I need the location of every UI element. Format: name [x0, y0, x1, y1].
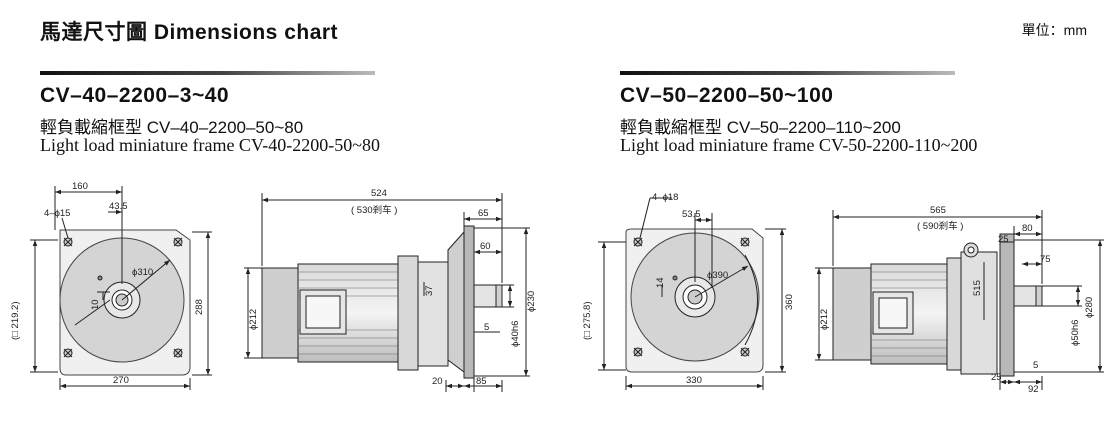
dim-phi212: ϕ212	[248, 309, 259, 330]
dim-160: 160	[72, 181, 88, 192]
dim-590-brake: ( 590剎车 )	[917, 220, 963, 232]
left-subtitle-en: Light load miniature frame CV-40-2200-50…	[40, 135, 381, 155]
page-title: 馬達尺寸圖 Dimensions chart	[40, 21, 339, 44]
right-subtitle-en: Light load miniature frame CV-50-2200-11…	[620, 135, 978, 155]
dim-4-phi18: 4–ϕ18	[652, 192, 678, 203]
dim-5: 5	[484, 322, 489, 333]
dim-phi280: ϕ280	[1084, 297, 1095, 318]
dim-515: 515	[972, 280, 983, 296]
left-side-view	[244, 193, 530, 392]
left-side-labels: 524 ( 530剎车 ) 65 60 37 ϕ212 5 ϕ230 ϕ40h6…	[248, 188, 537, 387]
left-front-labels: 160 4–ϕ15 43.5 ϕ310 10 (□ 219.2) 288 270	[10, 181, 205, 386]
right-divider	[620, 71, 955, 75]
dim-75: 75	[1040, 254, 1051, 265]
dim-10: 10	[90, 299, 101, 310]
dim-37: 37	[424, 285, 435, 296]
dim-43-5: 43.5	[109, 201, 128, 212]
dim-85: 85	[476, 376, 487, 387]
left-model-title: CV–40–2200–3~40	[40, 84, 230, 107]
left-front-view	[30, 186, 212, 390]
dim-65: 65	[478, 208, 489, 219]
dim-phi50h6: ϕ50h6	[1070, 320, 1081, 346]
dim-565: 565	[930, 205, 946, 216]
dim-288: 288	[194, 299, 205, 315]
dim-phi310: ϕ310	[132, 267, 153, 278]
dim-270: 270	[113, 375, 129, 386]
dim-square-219-2: (□ 219.2)	[10, 302, 21, 340]
left-divider	[40, 71, 375, 75]
dim-5-right: 5	[1033, 360, 1038, 371]
dim-14: 14	[655, 277, 666, 288]
dim-524: 524	[371, 188, 387, 199]
dim-4-phi15: 4–ϕ15	[44, 208, 70, 219]
unit-label: 單位：mm	[1021, 22, 1087, 38]
dim-92: 92	[1028, 384, 1039, 395]
left-subtitle-cn: 輕負載縮框型 CV–40–2200–50~80	[40, 118, 304, 137]
dim-360: 360	[784, 294, 795, 310]
dim-phi390: ϕ390	[707, 270, 728, 281]
right-side-view	[815, 210, 1104, 390]
dim-20: 20	[432, 376, 443, 387]
dim-330: 330	[686, 375, 702, 386]
dim-80: 80	[1022, 223, 1033, 234]
dim-25-bottom: 25	[991, 372, 1002, 383]
dim-60: 60	[480, 241, 491, 252]
dim-phi40h6: ϕ40h6	[510, 321, 521, 347]
right-front-view	[598, 197, 786, 390]
dim-phi212-right: ϕ212	[819, 309, 830, 330]
right-side-labels: 565 ( 590剎车 ) 80 25 75 515 ϕ212 ϕ280 ϕ50…	[819, 205, 1095, 395]
right-front-labels: 4–ϕ18 53.5 14 ϕ390 (□ 275.8) 360 330	[582, 192, 795, 386]
dim-square-275-8: (□ 275.8)	[582, 302, 593, 340]
dim-530-brake: ( 530剎车 )	[351, 204, 397, 216]
dim-53-5: 53.5	[682, 209, 701, 220]
right-subtitle-cn: 輕負載縮框型 CV–50–2200–110~200	[620, 118, 901, 137]
dim-25-top: 25	[998, 234, 1009, 245]
dim-phi230: ϕ230	[526, 291, 537, 312]
right-model-title: CV–50–2200–50~100	[620, 84, 834, 107]
